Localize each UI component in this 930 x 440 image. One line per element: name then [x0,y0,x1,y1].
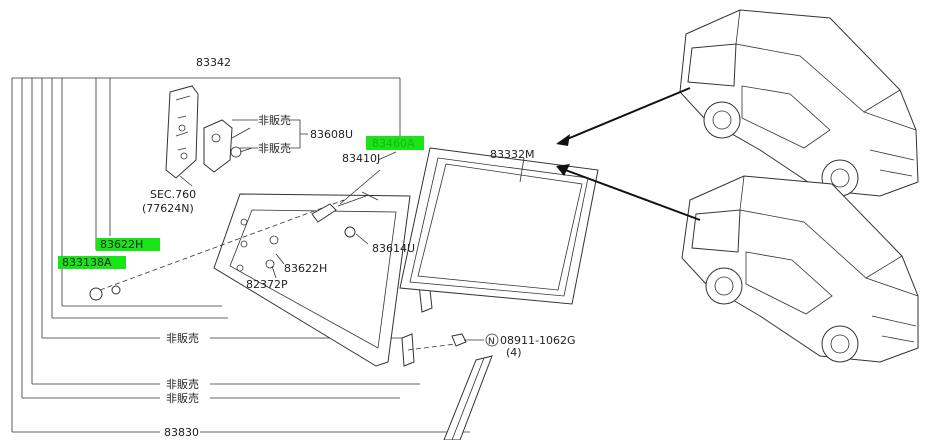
leader-lines [232,119,525,341]
label-83614u: 83614U [372,242,415,255]
van-illustration-bottom [681,175,919,363]
label-nut-prefix: N [488,337,495,347]
label-833138a: 833138A [62,256,112,269]
quarter-glass [99,193,411,367]
highlight-83622h [96,238,160,251]
label-08911: 08911-1062G [500,334,575,347]
label-not-for-sale-3: 非販売 [166,332,199,345]
label-not-for-sale-5: 非販売 [166,392,199,405]
label-83622h-left: 83622H [100,238,143,251]
highlight-833138a [58,256,126,269]
label-not-for-sale-2: 非販売 [258,142,291,155]
label-not-for-sale-1: 非販売 [258,114,291,127]
label-83830: 83830 [164,426,199,439]
molding-strip [443,355,493,440]
nut-symbol-icon [485,333,499,347]
window-frame [399,147,599,305]
small-parts [89,191,467,367]
label-83608u: 83608U [310,128,353,141]
label-08911-qty: (4) [506,346,522,359]
label-83332m: 83332M [490,148,534,161]
label-sec760-ref: (77624N) [142,202,194,215]
van-illustration-top [679,9,919,197]
label-not-for-sale-4: 非販売 [166,378,199,391]
label-sec760: SEC.760 [150,188,196,201]
highlight-hidden-part [366,136,424,150]
vehicle-arrows [556,87,701,221]
label-83622h-right: 83622H [284,262,327,275]
label-83410j: 83410J [342,152,380,165]
label-hidden-part: 83460A [372,137,415,150]
label-82372p: 82372P [246,278,288,291]
label-83342: 83342 [196,56,231,69]
hinge-assembly [165,85,253,187]
